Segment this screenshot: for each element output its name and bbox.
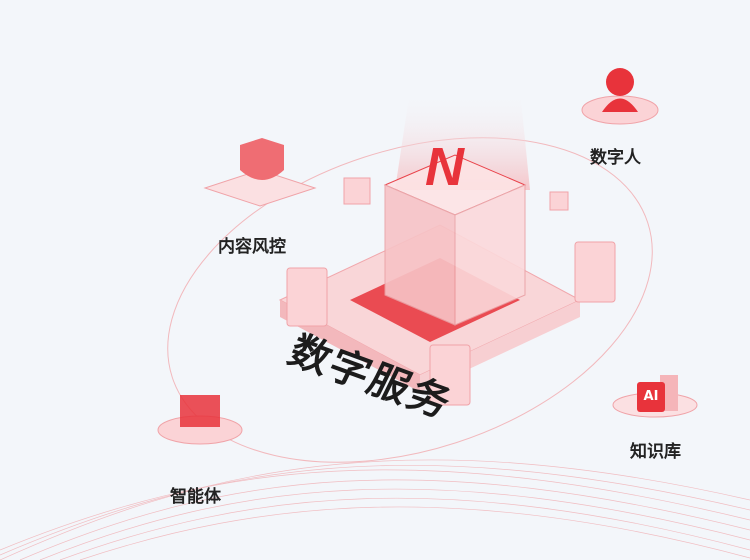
cube-stack xyxy=(383,154,527,326)
light-beam xyxy=(395,90,530,190)
orbit-line xyxy=(167,137,653,463)
small-cube-icon xyxy=(343,177,569,211)
node-label-digital-human[interactable]: 数字人 xyxy=(590,148,641,168)
wave-lines xyxy=(0,459,750,560)
logo-mark: N xyxy=(425,137,465,197)
node-label-content-risk[interactable]: 内容风控 xyxy=(218,237,286,257)
digital-human-icon xyxy=(581,68,659,125)
node-label-knowledge-base[interactable]: 知识库 xyxy=(630,442,681,462)
agent-icon xyxy=(157,395,243,445)
ai-badge: AI xyxy=(637,382,665,412)
server-icon xyxy=(286,241,616,406)
node-label-agent[interactable]: 智能体 xyxy=(170,487,221,507)
shield-icon xyxy=(203,138,317,207)
